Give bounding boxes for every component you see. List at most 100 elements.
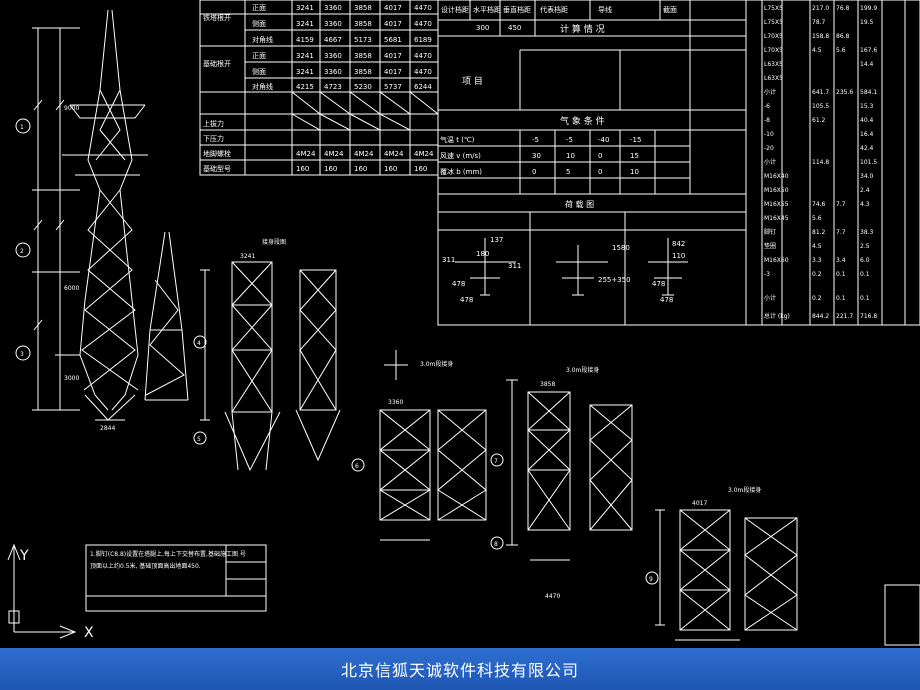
table-left-cell: 4M24 [384, 150, 404, 158]
weather-cell: 30 [532, 152, 541, 160]
weather-cell: 0 [598, 168, 602, 176]
table-left-cell: 4M24 [414, 150, 434, 158]
table-left-cell: 3241 [296, 20, 314, 28]
table-left-group-2: 基础根开 [203, 59, 231, 68]
table-left-cell: 5737 [384, 83, 402, 91]
table-left-cell: 4M24 [296, 150, 316, 158]
table-left-group-1: 铁塔根开 [203, 13, 231, 22]
top-value-2: 450 [508, 24, 521, 32]
material-cell: 40.4 [860, 117, 874, 124]
material-cell: 61.2 [812, 117, 826, 124]
weather-cell: 0 [598, 152, 602, 160]
table-left-label-5: 侧面 [252, 67, 266, 76]
circled-number-2: 2 [20, 248, 24, 255]
load-diagram-title: 荷 载 图 [565, 199, 594, 209]
load-value: 137 [490, 236, 503, 244]
weather-cell: 5 [566, 168, 570, 176]
material-cell: 4.5 [812, 47, 822, 54]
circled-number-6: 6 [355, 463, 359, 470]
top-header-2: 水平档距 [473, 5, 501, 14]
cad-drawing-canvas[interactable]: 铁塔根开 基础根开 正面 侧面 对角线 正面 侧面 对角线 3241 3360 … [0, 0, 920, 648]
table-left-cell: 5681 [384, 36, 402, 44]
material-cell: 0.1 [860, 271, 870, 278]
table-left-cell: 5173 [354, 36, 372, 44]
top-value-1: 300 [476, 24, 489, 32]
table-left-label-6: 对角线 [252, 82, 273, 91]
material-cell: 0.1 [836, 271, 846, 278]
load-value: 110 [672, 252, 685, 260]
dimension-label: 9000 [64, 105, 79, 112]
material-spec: M16X55 [764, 201, 789, 208]
material-cell: 76.8 [836, 5, 850, 12]
section-title-3: 3.0m段接身 [566, 366, 599, 374]
material-cell: 7.7 [836, 201, 846, 208]
table-left-cell: 3858 [354, 20, 372, 28]
material-cell: 584.1 [860, 89, 877, 96]
load-value: 311 [442, 256, 455, 264]
table-left-cell: 3360 [324, 68, 342, 76]
material-cell: 34.0 [860, 173, 874, 180]
dimension-label: 4017 [692, 500, 707, 507]
table-left-cell: 3360 [324, 52, 342, 60]
weather-row-2-label: 风速 v (m/s) [440, 152, 481, 160]
table-left-cell: 160 [296, 165, 309, 173]
footer-bar: 北京信狐天诚软件科技有限公司 [0, 648, 920, 690]
material-spec: L75X5 [764, 19, 783, 26]
notes-footer: 图 号 [232, 551, 246, 558]
dimension-label: 3360 [388, 399, 403, 406]
material-cell: 0.2 [812, 271, 822, 278]
material-cell: 105.5 [812, 103, 829, 110]
section-title-4: 3.0m段接身 [728, 486, 761, 494]
material-total-label: 总计 (kg) [764, 312, 790, 320]
notes-box [85, 544, 267, 612]
load-value: 180 [476, 250, 489, 258]
table-left-cell: 4723 [324, 83, 342, 91]
weather-row-3-label: 覆冰 b (mm) [440, 167, 482, 176]
material-table [745, 0, 920, 326]
table-left-cell: 6189 [414, 36, 432, 44]
table-left-cell: 3360 [324, 4, 342, 12]
table-left-cell: 160 [414, 165, 427, 173]
section-title-2: 3.0m段接身 [420, 360, 453, 368]
load-value: 255+350 [598, 276, 631, 284]
table-left-cell: 4470 [414, 4, 432, 12]
material-total: 844.2 [812, 313, 829, 320]
table-left-cell: 3241 [296, 4, 314, 12]
dimension-label: 3241 [240, 253, 255, 260]
load-value: 1580 [612, 244, 630, 252]
circled-number-9: 9 [649, 576, 653, 583]
weather-title: 气 象 条 件 [560, 115, 605, 127]
material-spec: 脚钉 [764, 228, 776, 236]
table-left-cell: 4159 [296, 36, 314, 44]
table-left-label-4: 正面 [252, 52, 266, 60]
circled-number-4: 4 [197, 340, 201, 347]
material-total: 716.8 [860, 313, 877, 320]
material-spec: -3 [764, 271, 770, 278]
table-left-cell: 3858 [354, 4, 372, 12]
material-cell: 114.8 [812, 159, 829, 166]
material-cell: 158.8 [812, 33, 829, 40]
table-left-cell: 160 [384, 165, 397, 173]
material-spec: M16X40 [764, 173, 789, 180]
section-title-1: 接身段图 [262, 238, 286, 246]
table-left-label-7: 上拔力 [203, 119, 224, 128]
material-cell: 5.6 [812, 215, 822, 222]
material-cell: 81.2 [812, 229, 826, 236]
material-cell: 6.0 [860, 257, 870, 264]
material-cell: 167.6 [860, 47, 877, 54]
notes-line-2: 顶面以上约0.5米, 基础顶面高出地面450. [90, 562, 201, 570]
circled-number-5: 5 [197, 436, 201, 443]
table-left-cell: 160 [354, 165, 367, 173]
weather-cell: 0 [532, 168, 536, 176]
material-cell: 38.3 [860, 229, 874, 236]
material-cell: 641.7 [812, 89, 829, 96]
material-spec: -6 [764, 103, 770, 110]
circled-number-3: 3 [20, 351, 24, 358]
dimension-label: 3858 [540, 381, 555, 388]
table-left-label-3: 对角线 [252, 35, 273, 44]
ucs-y-label: Y [19, 548, 29, 564]
weather-cell: 10 [630, 168, 639, 176]
load-value: 311 [508, 262, 521, 270]
circled-number-7: 7 [494, 458, 498, 465]
material-cell: 0.2 [812, 295, 822, 302]
